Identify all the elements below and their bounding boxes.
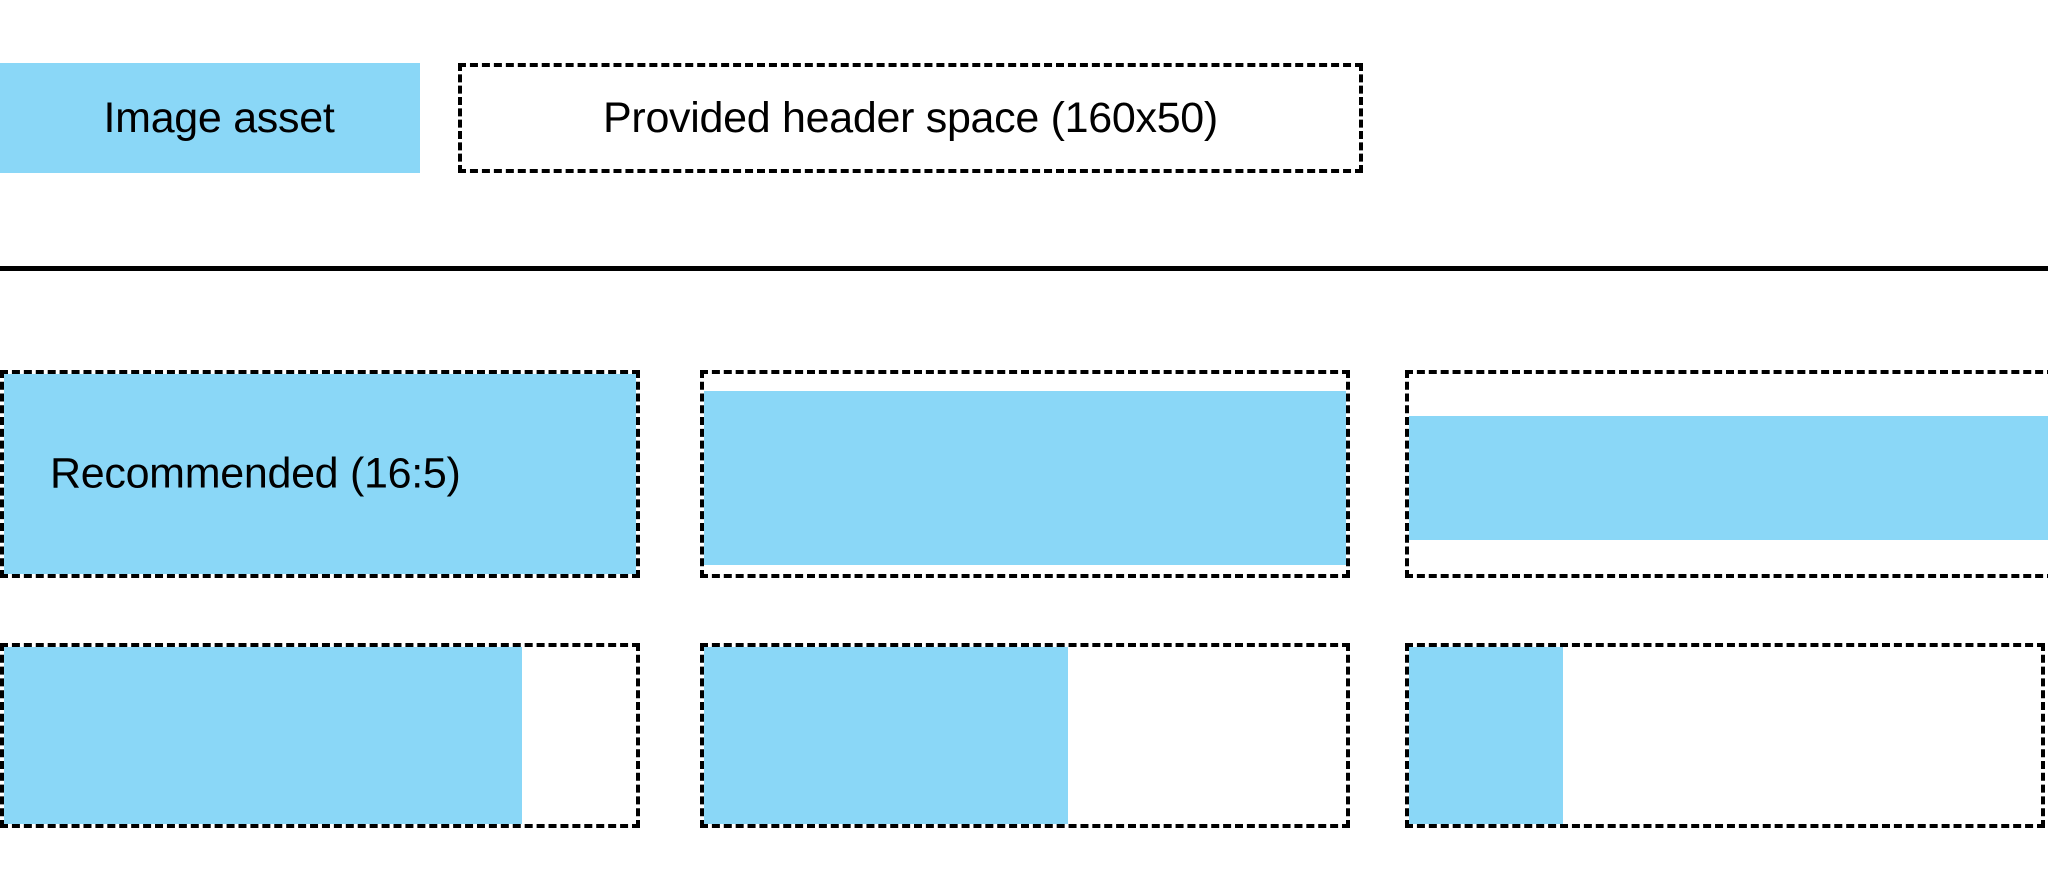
ratio-cell-fill — [1409, 647, 1563, 824]
legend-header-space-box: Provided header space (160x50) — [458, 63, 1363, 173]
ratio-cell-r2c3 — [1405, 643, 2045, 828]
ratio-cell-fill — [4, 647, 522, 824]
section-divider — [0, 266, 2048, 271]
ratio-cell-r1c3 — [1405, 370, 2048, 578]
legend-header-space-label: Provided header space (160x50) — [603, 93, 1218, 142]
ratio-cell-r1c1: Recommended (16:5) — [0, 370, 640, 578]
ratio-cell-fill — [1409, 416, 2048, 540]
ratio-cell-r2c2 — [700, 643, 1350, 828]
recommended-ratio-label: Recommended (16:5) — [50, 449, 461, 498]
ratio-cell-r2c1 — [0, 643, 640, 828]
ratio-cell-fill — [704, 647, 1068, 824]
legend-image-asset-swatch: Image asset — [0, 63, 420, 173]
ratio-cell-fill — [704, 391, 1346, 565]
ratio-cell-fill — [4, 374, 636, 574]
ratio-cell-r1c2 — [700, 370, 1350, 578]
legend-image-asset-label: Image asset — [103, 93, 335, 142]
